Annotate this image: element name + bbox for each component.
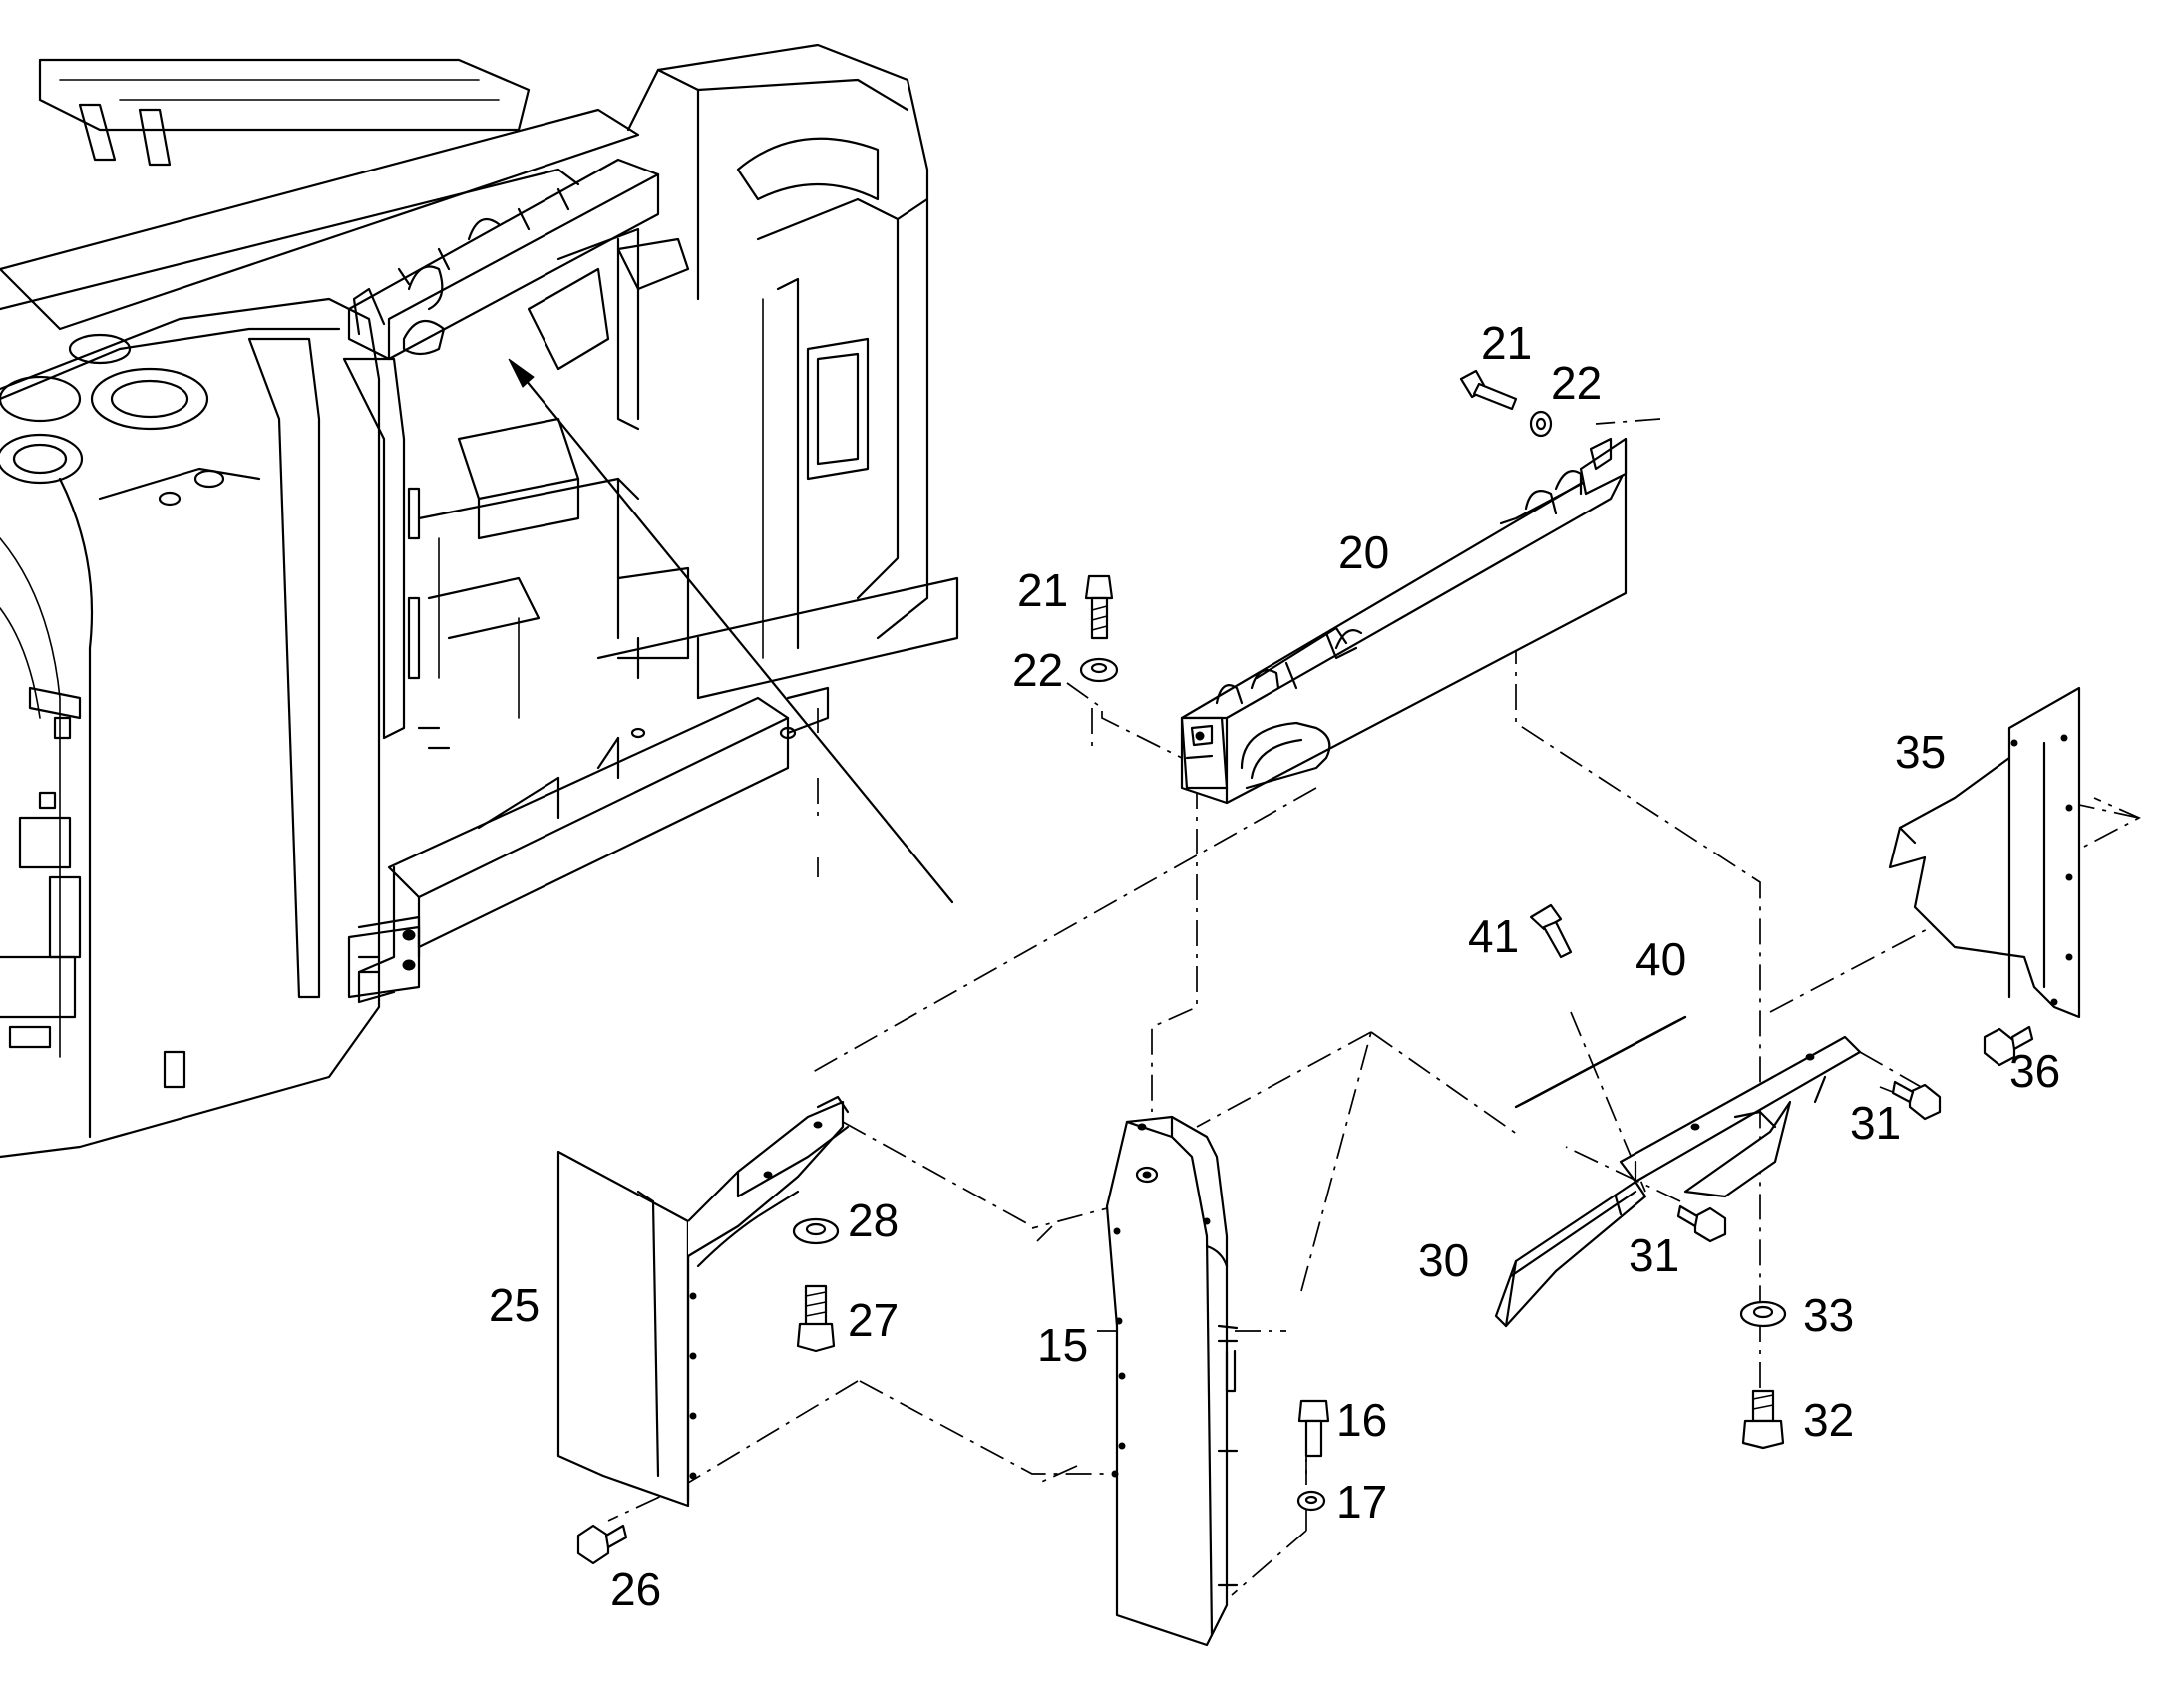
machine-frame xyxy=(0,43,959,1159)
callout-41: 41 xyxy=(1468,910,1519,962)
bolt-36 xyxy=(1983,1025,2034,1067)
callout-15: 15 xyxy=(1037,1319,1088,1371)
callout-16: 16 xyxy=(1336,1394,1387,1446)
callout-32: 32 xyxy=(1803,1394,1854,1446)
part-25-side-panel xyxy=(556,1095,850,1508)
fasteners xyxy=(576,369,2034,1565)
part-40-seal-strip xyxy=(1514,1015,1687,1109)
callout-36: 36 xyxy=(2009,1045,2060,1097)
bolt-21-upper xyxy=(1459,369,1518,411)
callout-30: 30 xyxy=(1418,1234,1469,1286)
bolt-32 xyxy=(1741,1389,1785,1450)
callout-labels: 21 22 20 21 22 35 41 40 36 31 28 27 25 1… xyxy=(489,317,2060,1615)
part-20-cross-member xyxy=(1180,437,1628,805)
bolt-31-center xyxy=(1676,1204,1727,1243)
callout-26: 26 xyxy=(610,1563,661,1615)
washer-22-upper xyxy=(1529,410,1553,438)
callout-25: 25 xyxy=(489,1279,540,1331)
callout-33: 33 xyxy=(1803,1289,1854,1341)
bolt-26 xyxy=(576,1524,628,1565)
callout-31-right: 31 xyxy=(1850,1097,1901,1149)
bolt-41 xyxy=(1529,903,1573,959)
part-30-bracket xyxy=(1494,1035,1862,1328)
callout-40: 40 xyxy=(1635,933,1686,985)
washer-17 xyxy=(1296,1490,1326,1512)
callout-31-center: 31 xyxy=(1629,1229,1679,1281)
callout-21-lower: 21 xyxy=(1017,564,1068,616)
callout-22-upper: 22 xyxy=(1551,357,1602,409)
callout-21-upper: 21 xyxy=(1481,317,1532,369)
washer-22-lower xyxy=(1079,657,1119,683)
callout-28: 28 xyxy=(848,1195,899,1246)
callout-27: 27 xyxy=(848,1294,899,1346)
callout-17: 17 xyxy=(1336,1476,1387,1528)
part-15-vertical-post xyxy=(1105,1115,1239,1647)
bolt-16 xyxy=(1297,1399,1330,1458)
bolt-21-lower xyxy=(1084,574,1114,640)
washer-33 xyxy=(1739,1300,1787,1328)
bolt-31-right xyxy=(1891,1080,1942,1121)
callout-35: 35 xyxy=(1895,726,1946,778)
washer-28 xyxy=(792,1217,840,1245)
callout-22-lower: 22 xyxy=(1012,644,1063,696)
location-leader-arrow xyxy=(508,358,954,904)
callout-20: 20 xyxy=(1338,526,1389,578)
bolt-27 xyxy=(796,1284,836,1353)
part-35-side-plate xyxy=(1888,686,2081,1019)
